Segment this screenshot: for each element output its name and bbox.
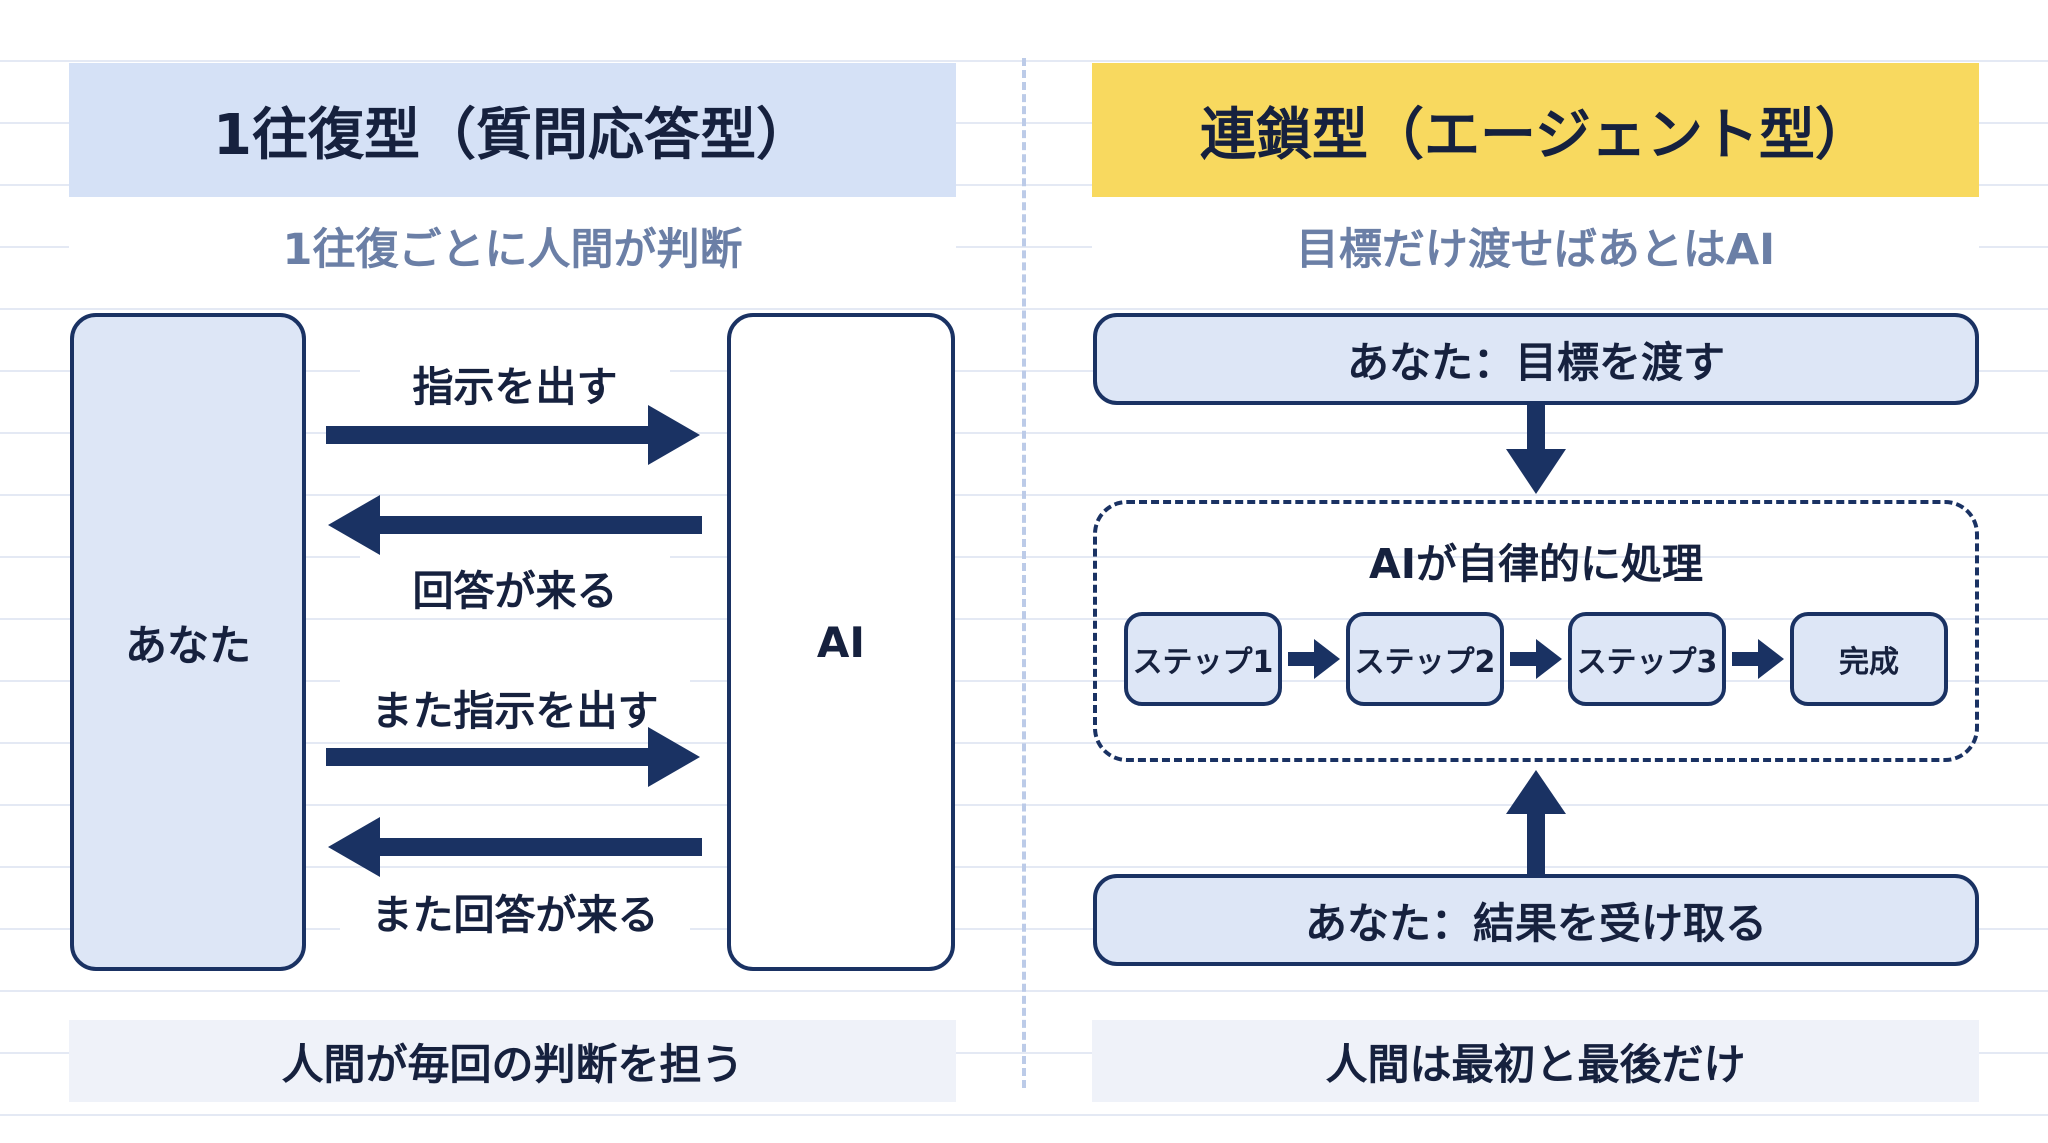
step-box: ステップ1 [1124,612,1282,706]
you-label: あなた [124,620,251,670]
step-box: ステップ2 [1346,612,1504,706]
arrow-left-icon [328,817,702,877]
ai-label: AI [816,617,866,667]
left-panel-subtitle: 1往復ごとに人間が判断 [69,212,956,280]
arrow-label-answer: 回答が来る [360,556,670,618]
arrow-label-instruct: 指示を出す [360,352,670,414]
arrow-right-icon [326,727,700,787]
complete-box: 完成 [1790,612,1948,706]
arrow-label-answer-again: また回答が来る [340,880,690,942]
give-goal-box: あなた：目標を渡す [1093,313,1979,405]
receive-result-box: あなた：結果を受け取る [1093,874,1979,966]
arrow-right-icon [1510,639,1562,679]
arrow-right-icon [1288,639,1340,679]
you-box: あなた [70,313,306,971]
arrow-down-icon [1506,405,1566,494]
ai-autonomous-process-group: AIが自律的に処理 [1093,500,1979,762]
left-header-title: 1往復型（質問応答型） [213,102,812,168]
process-title: AIが自律的に処理 [1369,540,1703,588]
right-panel-footer: 人間は最初と最後だけ [1092,1020,1979,1102]
arrow-up-icon [1506,770,1566,874]
right-panel-header: 連鎖型（エージェント型） [1092,63,1979,197]
right-header-title: 連鎖型（エージェント型） [1200,102,1871,168]
arrow-label-instruct-again: また指示を出す [340,676,690,738]
arrow-left-icon [328,495,702,555]
arrow-right-icon [1732,639,1784,679]
step-box: ステップ3 [1568,612,1726,706]
center-divider [1022,58,1026,1088]
left-panel-footer: 人間が毎回の判断を担う [69,1020,956,1102]
ai-box: AI [727,313,955,971]
arrow-right-icon [326,405,700,465]
right-panel-subtitle: 目標だけ渡せばあとはAI [1092,212,1979,280]
left-panel-header: 1往復型（質問応答型） [69,63,956,197]
